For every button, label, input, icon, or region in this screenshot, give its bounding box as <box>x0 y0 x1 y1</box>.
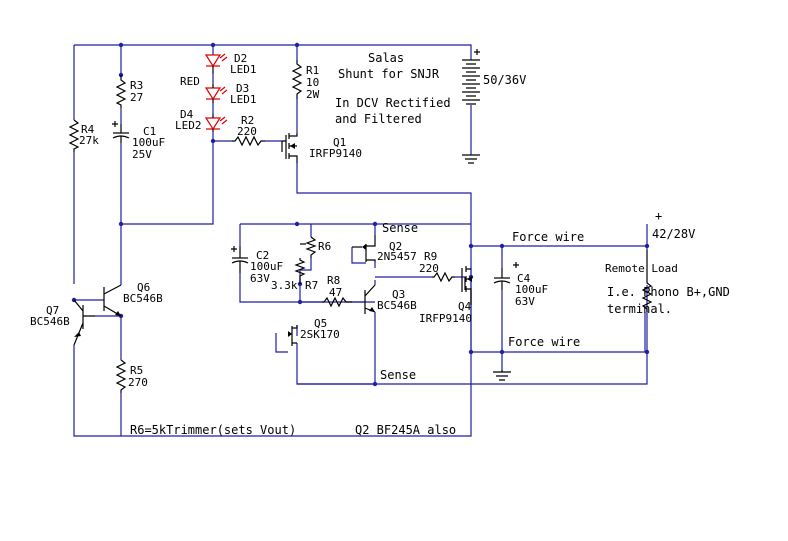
q5-part: 2SK170 <box>300 328 340 341</box>
ground-supply <box>462 154 480 164</box>
q6-part: BC546B <box>123 292 163 305</box>
remote-load-desc-1: I.e. Phono B+,GND <box>607 285 730 299</box>
note-line-2: and Filtered <box>335 112 422 126</box>
r3-ref: R3 <box>130 79 143 92</box>
r8-value: 47 <box>329 286 342 299</box>
q3-part: BC546B <box>377 299 417 312</box>
r2-value: 220 <box>237 125 257 138</box>
sense-top: Sense <box>382 221 418 235</box>
d2-value: LED1 <box>230 63 257 76</box>
d3-value: LED1 <box>230 93 257 106</box>
capacitor-c4 <box>493 262 519 290</box>
output-voltage: 42/28V <box>652 227 695 241</box>
c2-ref: C2 <box>256 249 269 262</box>
q5-ref: Q5 <box>314 317 327 330</box>
q4-part: IRFP9140 <box>419 312 472 325</box>
r1-value: 10 <box>306 76 319 89</box>
bjt-q6 <box>103 284 122 317</box>
jfet-q2 <box>352 235 376 262</box>
resistor-r2 <box>232 135 265 147</box>
d4-ref: D4 <box>180 108 194 121</box>
title-line-2: Shunt for SNJR <box>338 67 440 81</box>
q7-ref: Q7 <box>46 304 59 317</box>
resistor-remote-load <box>641 250 653 312</box>
c4-value: 100uF <box>515 283 548 296</box>
q2-part: 2N5457 <box>377 250 417 263</box>
r3-value: 27 <box>130 91 143 104</box>
led-d2 <box>204 53 228 74</box>
resistor-r1 <box>291 60 303 99</box>
note-line-1: In DCV Rectified <box>335 96 451 110</box>
q6-ref: Q6 <box>137 281 150 294</box>
title-line-1: Salas <box>368 51 404 65</box>
r9-ref: R9 <box>424 250 437 263</box>
supply-voltage: 50/36V <box>483 73 526 87</box>
resistor-r4 <box>68 119 80 152</box>
resistor-r6 <box>305 236 317 258</box>
c4-ref: C4 <box>517 272 531 285</box>
d2-ref: D2 <box>234 52 247 65</box>
r2-ref: R2 <box>241 114 254 127</box>
sense-bottom: Sense <box>380 368 416 382</box>
battery-supply <box>462 49 480 105</box>
q2-ref: Q2 <box>389 240 402 253</box>
r1-ref: R1 <box>306 64 319 77</box>
c2-voltage: 63V <box>250 272 270 285</box>
r6-ref: R6 <box>318 240 331 253</box>
r4-value: 27k <box>79 134 99 147</box>
force-wire-bottom: Force wire <box>508 335 580 349</box>
resistor-r7 <box>294 258 306 284</box>
capacitor-c2 <box>231 246 249 273</box>
led-color-label: RED <box>180 75 200 88</box>
q3-ref: Q3 <box>392 288 405 301</box>
r7-value: 3.3k <box>271 279 298 292</box>
labels: Salas Shunt for SNJR In DCV Rectified an… <box>30 51 730 437</box>
r1-power: 2W <box>306 88 320 101</box>
d4-value: LED2 <box>175 119 202 132</box>
remote-load-label: Remote Load <box>605 262 678 275</box>
footer-right-note: Q2 BF245A also <box>355 423 456 437</box>
c1-value: 100uF <box>132 136 165 149</box>
jfet-q5 <box>288 325 298 346</box>
q1-ref: Q1 <box>333 136 346 149</box>
c1-voltage: 25V <box>132 148 152 161</box>
resistor-r8 <box>322 296 352 308</box>
c4-voltage: 63V <box>515 295 535 308</box>
resistor-r9 <box>432 271 455 283</box>
ground-output <box>493 370 511 381</box>
mosfet-q1 <box>281 133 298 163</box>
resistor-r5 <box>115 359 127 393</box>
c2-value: 100uF <box>250 260 283 273</box>
r5-value: 270 <box>128 376 148 389</box>
resistor-r3 <box>115 75 127 108</box>
led-d4 <box>204 114 228 132</box>
c1-ref: C1 <box>143 125 156 138</box>
bjt-q7 <box>73 299 95 346</box>
mosfet-q4 <box>461 266 472 305</box>
remote-load-desc-2: terminal. <box>607 302 672 316</box>
output-plus: + <box>655 209 662 223</box>
bjt-q3 <box>364 284 376 314</box>
q4-ref: Q4 <box>458 300 472 313</box>
d3-ref: D3 <box>236 82 249 95</box>
r7-ref: R7 <box>305 279 318 292</box>
q7-part: BC546B <box>30 315 70 328</box>
r5-ref: R5 <box>130 364 143 377</box>
led-d3 <box>204 84 228 103</box>
q1-part: IRFP9140 <box>309 147 362 160</box>
footer-left-note: R6=5kTrimmer(sets Vout) <box>130 423 296 437</box>
r4-ref: R4 <box>81 123 95 136</box>
capacitor-c1 <box>112 121 130 143</box>
force-wire-top: Force wire <box>512 230 584 244</box>
r8-ref: R8 <box>327 274 340 287</box>
r9-value: 220 <box>419 262 439 275</box>
